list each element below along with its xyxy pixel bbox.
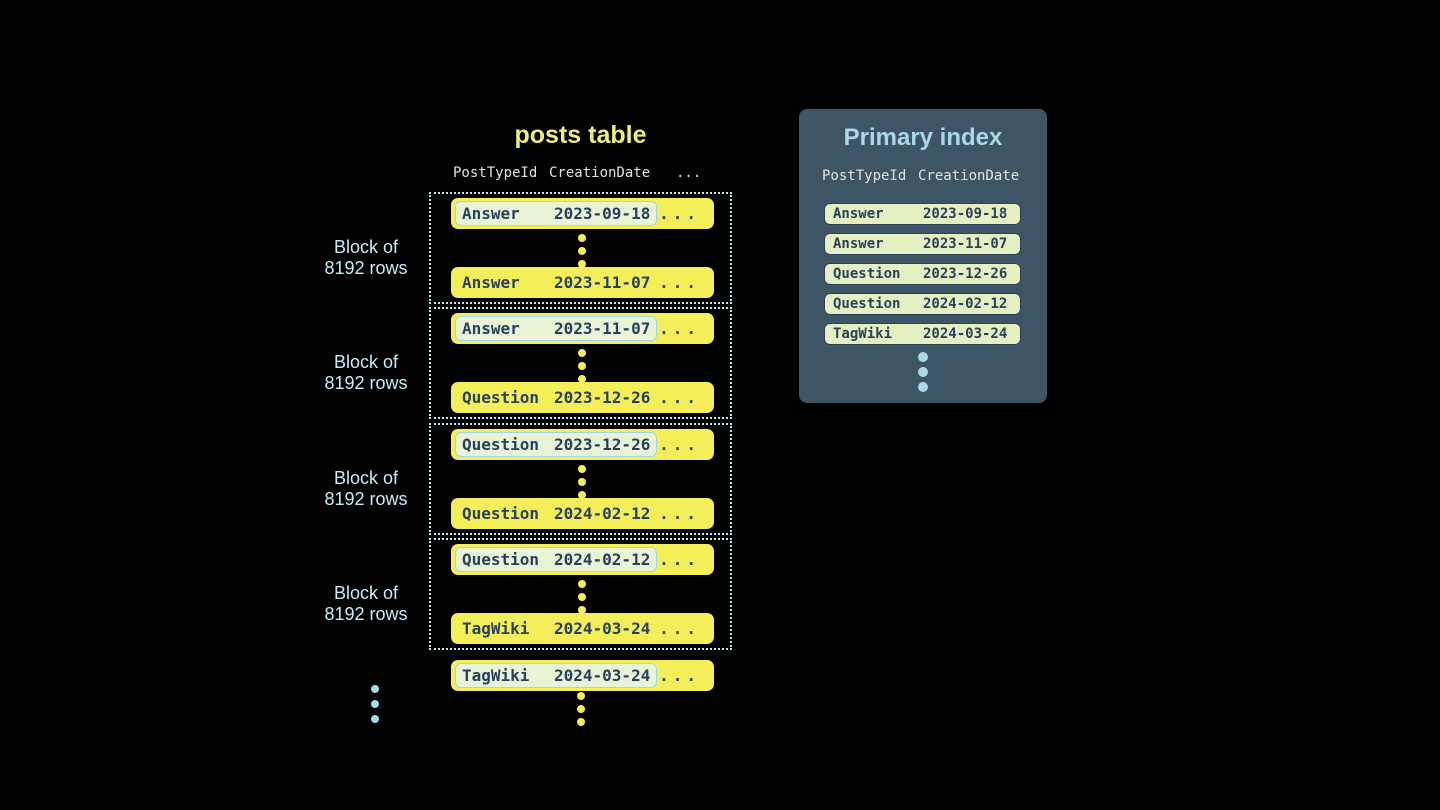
row-posttype: Question xyxy=(462,388,540,407)
index-creationdate: 2023-09-18 xyxy=(923,206,1008,222)
row-creationdate: 2023-12-26 xyxy=(554,388,651,407)
index-posttype: Answer xyxy=(833,236,884,252)
row-posttype: Answer xyxy=(462,273,520,292)
row-posttype: TagWiki xyxy=(462,619,530,638)
row-creationdate: 2024-02-12 xyxy=(554,504,651,523)
row-creationdate: 2024-03-24 xyxy=(554,619,651,638)
block-label-line2: 8192 rows xyxy=(324,373,408,393)
vertical-ellipsis-dots xyxy=(578,580,586,619)
row-block-3: Question 2023-12-26 ... Question 2024-02… xyxy=(429,423,732,535)
table-row: Question 2024-02-12 ... xyxy=(451,544,714,575)
primary-index-column-headers: PostTypeId CreationDate xyxy=(799,168,1047,184)
indexed-row-highlight: TagWiki 2024-03-24 xyxy=(455,663,658,688)
column-header-posttypeid: PostTypeId xyxy=(453,165,538,181)
column-header-ellipsis: ... xyxy=(676,165,702,181)
vertical-ellipsis-dots xyxy=(578,465,586,504)
index-entry: TagWiki 2024-03-24 xyxy=(824,323,1021,345)
row-posttype: Question xyxy=(462,550,540,569)
index-creationdate: 2023-11-07 xyxy=(923,236,1008,252)
row-creationdate: 2024-03-24 xyxy=(554,666,651,685)
vertical-ellipsis-dots xyxy=(578,349,586,388)
index-entry: Answer 2023-09-18 xyxy=(824,203,1021,225)
index-creationdate: 2024-03-24 xyxy=(923,326,1008,342)
row-block-4: Question 2024-02-12 ... TagWiki 2024-03-… xyxy=(429,538,732,650)
row-posttype: Answer xyxy=(462,204,520,223)
block-label-3: Block of 8192 rows xyxy=(306,468,426,510)
primary-index-panel: Primary index PostTypeId CreationDate An… xyxy=(799,109,1047,403)
row-posttype: TagWiki xyxy=(462,666,530,685)
block-label-line2: 8192 rows xyxy=(324,604,408,624)
index-posttype: TagWiki xyxy=(833,326,893,342)
table-row: Answer 2023-09-18 ... xyxy=(451,198,714,229)
table-row: Question 2024-02-12 ... xyxy=(451,498,714,529)
column-header-posttypeid: PostTypeId xyxy=(822,168,907,184)
block-label-2: Block of 8192 rows xyxy=(306,352,426,394)
row-block-2: Answer 2023-11-07 ... Question 2023-12-2… xyxy=(429,307,732,419)
row-posttype: Question xyxy=(462,504,540,523)
primary-index-title: Primary index xyxy=(843,124,1003,151)
indexed-row-highlight: Answer 2023-09-18 xyxy=(455,201,658,226)
row-ellipsis: ... xyxy=(659,504,700,523)
row-ellipsis: ... xyxy=(659,666,700,685)
posts-table-title: posts table xyxy=(514,121,647,149)
index-entry: Question 2023-12-26 xyxy=(824,263,1021,285)
column-header-creationdate: CreationDate xyxy=(549,165,651,181)
block-label-line1: Block of xyxy=(333,468,399,488)
block-label-line1: Block of xyxy=(333,583,399,603)
table-row: Question 2023-12-26 ... xyxy=(451,382,714,413)
row-creationdate: 2024-02-12 xyxy=(554,550,651,569)
vertical-ellipsis-dots xyxy=(578,234,586,273)
table-row: Answer 2023-11-07 ... xyxy=(451,313,714,344)
vertical-ellipsis-dots xyxy=(577,692,585,731)
row-posttype: Answer xyxy=(462,319,520,338)
row-ellipsis: ... xyxy=(659,319,700,338)
table-row-tail: TagWiki 2024-03-24 ... xyxy=(451,660,714,691)
row-cells: Answer 2023-11-07 xyxy=(455,270,657,295)
row-cells: TagWiki 2024-03-24 xyxy=(455,616,657,641)
row-ellipsis: ... xyxy=(659,619,700,638)
table-row: Question 2023-12-26 ... xyxy=(451,429,714,460)
block-label-line2: 8192 rows xyxy=(324,258,408,278)
row-ellipsis: ... xyxy=(659,388,700,407)
block-label-4: Block of 8192 rows xyxy=(306,583,426,625)
index-creationdate: 2023-12-26 xyxy=(923,266,1008,282)
index-posttype: Answer xyxy=(833,206,884,222)
row-creationdate: 2023-12-26 xyxy=(554,435,651,454)
row-block-1: Answer 2023-09-18 ... Answer 2023-11-07 … xyxy=(429,192,732,304)
block-label-line2: 8192 rows xyxy=(324,489,408,509)
more-blocks-ellipsis-dots xyxy=(371,685,379,730)
row-ellipsis: ... xyxy=(659,273,700,292)
row-ellipsis: ... xyxy=(659,550,700,569)
index-creationdate: 2024-02-12 xyxy=(923,296,1008,312)
table-row: Answer 2023-11-07 ... xyxy=(451,267,714,298)
block-label-1: Block of 8192 rows xyxy=(306,237,426,279)
posts-table-column-headers: PostTypeId CreationDate ... xyxy=(429,165,732,181)
row-creationdate: 2023-11-07 xyxy=(554,319,651,338)
index-entry: Question 2024-02-12 xyxy=(824,293,1021,315)
row-creationdate: 2023-09-18 xyxy=(554,204,651,223)
row-ellipsis: ... xyxy=(659,204,700,223)
table-row: TagWiki 2024-03-24 ... xyxy=(451,613,714,644)
indexed-row-highlight: Question 2024-02-12 xyxy=(455,547,658,572)
indexed-row-highlight: Question 2023-12-26 xyxy=(455,432,658,457)
row-cells: Question 2023-12-26 xyxy=(455,385,657,410)
index-entry: Answer 2023-11-07 xyxy=(824,233,1021,255)
index-posttype: Question xyxy=(833,266,901,282)
row-posttype: Question xyxy=(462,435,540,454)
vertical-ellipsis-dots xyxy=(918,352,928,397)
row-cells: Question 2024-02-12 xyxy=(455,501,657,526)
row-ellipsis: ... xyxy=(659,435,700,454)
row-creationdate: 2023-11-07 xyxy=(554,273,651,292)
block-label-line1: Block of xyxy=(333,237,399,257)
column-header-creationdate: CreationDate xyxy=(918,168,1020,184)
indexed-row-highlight: Answer 2023-11-07 xyxy=(455,316,658,341)
index-posttype: Question xyxy=(833,296,901,312)
block-label-line1: Block of xyxy=(333,352,399,372)
